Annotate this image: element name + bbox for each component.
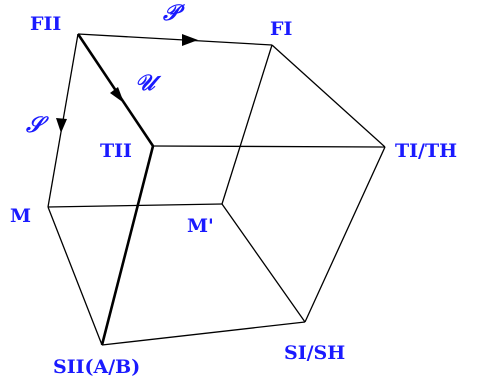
edge-m-mprime — [47, 203, 223, 208]
edge-sii-sish — [101, 321, 306, 346]
edge-mprime-sish — [221, 203, 306, 323]
edge-fii-fi — [77, 33, 273, 46]
arrowhead-p — [182, 34, 198, 46]
node-tii: TII — [100, 140, 132, 162]
edge-tith-sish — [304, 146, 386, 323]
node-sii: SII(A/B) — [53, 356, 140, 378]
edge-tii-sii — [100, 145, 155, 346]
edge-m-sii — [47, 206, 103, 346]
edge-fi-tith — [271, 44, 386, 148]
node-fi: FI — [270, 18, 292, 40]
edge-fi-mprime — [221, 44, 273, 205]
arrow-label-s: 𝒮 — [25, 112, 49, 138]
arrow-label-u: 𝒰 — [135, 70, 162, 96]
node-si-sh: SI/SH — [284, 342, 345, 364]
arrowhead-s — [56, 118, 67, 133]
node-fii: FII — [30, 13, 61, 35]
arrowhead-u — [110, 87, 124, 103]
arrow-label-p: 𝒫 — [162, 0, 185, 26]
node-m-prime: M' — [187, 215, 214, 237]
node-m: M — [10, 205, 31, 227]
edge-tii-tith — [152, 145, 386, 148]
node-ti-th: TI/TH — [395, 140, 457, 162]
